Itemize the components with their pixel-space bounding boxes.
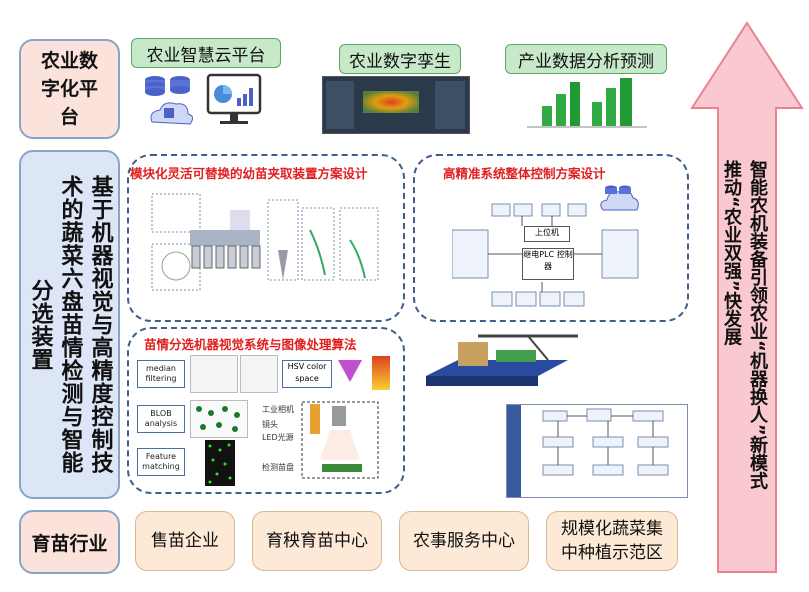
- bar-chart-icons: [527, 78, 647, 128]
- process-flow-chart: [542, 408, 669, 476]
- industry-text: 育苗行业: [31, 532, 108, 555]
- digital-twin-screenshot: [322, 76, 470, 134]
- industry-label: 育苗行业: [19, 510, 120, 574]
- hsv-cone-icon: [338, 360, 362, 382]
- tag-seedling-enterprise: 售苗企业: [135, 511, 235, 571]
- twin-side-panel-right: [435, 81, 465, 129]
- control-panel-title: 高精准系统整体控制方案设计: [443, 166, 606, 181]
- hw-led-label: LED光源: [262, 433, 294, 442]
- analytics-monitor-icon: [206, 73, 262, 124]
- feature-image: [205, 440, 235, 486]
- gripper-diagram: [151, 193, 379, 291]
- filter-image: [190, 355, 238, 393]
- hw-tray-label: 检测苗盘: [262, 463, 294, 472]
- tag-cloud-platform: 农业智慧云平台: [131, 38, 281, 68]
- tag-farm-service-center: 农事服务中心: [399, 511, 529, 571]
- tag-seedling-enterprise-text: 售苗企业: [151, 531, 219, 551]
- tag-digital-twin-text: 农业数字孪生: [349, 51, 451, 72]
- blob-marks: [196, 406, 240, 432]
- tag-digital-twin: 农业数字孪生: [339, 44, 461, 74]
- upper-computer-box: 上位机: [524, 226, 570, 242]
- process-flow-sidebar: [507, 405, 521, 497]
- tag-data-analysis: 产业数据分析预测: [505, 44, 667, 74]
- tag-farm-service-center-text: 农事服务中心: [413, 531, 515, 551]
- arrow-text-line2: 推动“农业双强”快发展: [721, 160, 742, 346]
- database-cloud-icon: [145, 76, 194, 125]
- vision-panel-title: 苗情分选机器视觉系统与图像处理算法: [144, 337, 357, 352]
- tag-demo-zone-text: 规模化蔬菜集中种植示范区: [561, 519, 663, 563]
- filter-image-2: [240, 355, 278, 393]
- algo-median-filtering: median filtering: [137, 360, 185, 388]
- tag-nursery-center: 育秧育苗中心: [252, 511, 382, 571]
- cloud-database-icon: [600, 185, 639, 211]
- hw-lens-label: 镜头: [262, 420, 278, 429]
- core-text: 基于机器视觉与高精度控制技术的蔬菜六盘苗情检测与智能分选装置: [27, 175, 113, 474]
- tag-cloud-platform-text: 农业智慧云平台: [146, 45, 266, 66]
- arrow-text-line1: 智能农机装备引领农业“机器换人”新模式: [747, 160, 768, 490]
- hw-camera-label: 工业相机: [262, 405, 294, 414]
- twin-side-panel: [326, 81, 354, 129]
- gripper-panel: [127, 154, 405, 322]
- tag-data-analysis-text: 产业数据分析预测: [518, 51, 654, 72]
- gripper-panel-title: 模块化灵活可替换的幼苗夹取装置方案设计: [130, 166, 368, 181]
- sorting-machine-3d: [426, 334, 578, 386]
- algo-median-text: median filtering: [145, 364, 177, 383]
- process-flow-diagram: [506, 404, 688, 498]
- algo-blob-analysis: BLOB analysis: [137, 405, 185, 433]
- algo-blob-text: BLOB analysis: [144, 409, 178, 428]
- blob-image: [190, 400, 248, 438]
- control-diagram: 上位机 继电PLC 控制器: [452, 202, 672, 310]
- hsv-text: HSV color space: [287, 362, 327, 383]
- tag-nursery-center-text: 育秧育苗中心: [266, 531, 368, 551]
- algo-feature-matching: Feature matching: [137, 448, 185, 476]
- core-label: 基于机器视觉与高精度控制技术的蔬菜六盘苗情检测与智能分选装置: [19, 150, 120, 499]
- platform-label: 农业数字化平台: [19, 39, 120, 139]
- feature-dots: [208, 443, 232, 484]
- upper-computer-text: 上位机: [535, 228, 559, 237]
- upward-arrow-shape: [690, 21, 804, 573]
- plc-box: 继电PLC 控制器: [522, 248, 574, 280]
- hsv-box: HSV color space: [282, 360, 332, 388]
- control-wiring: [452, 203, 639, 307]
- heatmap-overlay: [363, 91, 419, 113]
- tag-demo-zone: 规模化蔬菜集中种植示范区: [546, 511, 678, 571]
- platform-text: 农业数字化平台: [40, 50, 98, 128]
- camera-rig-diagram: [301, 401, 379, 479]
- hsv-sample-image: [372, 356, 390, 390]
- algo-feature-text: Feature matching: [142, 452, 180, 471]
- plc-text: 继电PLC 控制器: [523, 250, 573, 271]
